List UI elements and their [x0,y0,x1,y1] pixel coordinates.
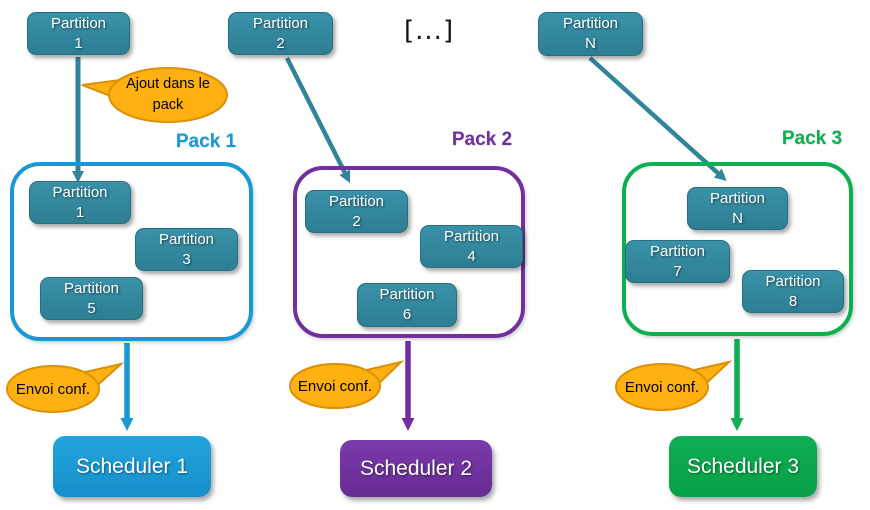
callout-envoi1-bubble [6,362,125,413]
partition-name: Partition [562,15,619,33]
callout-ajout-bubble [81,67,228,123]
pack2-partition-6: Partition 6 [357,283,457,327]
pack-3-label: Pack 3 [781,128,843,149]
partition-id: 1 [75,203,85,221]
callout-envoi3-text: Envoi conf. [624,378,700,396]
pack-2-label: Pack 2 [451,129,513,150]
callout-envoi2-text: Envoi conf. [297,377,373,395]
callout-envoi3-bubble [615,360,733,411]
partition-name: Partition [443,227,500,245]
partition-id: N [732,209,743,227]
partition-name: Partition [50,14,107,32]
partition-name: Partition [63,279,120,297]
partition-name: Partition [649,242,706,260]
top-partition-1: Partition 1 [27,12,130,55]
partition-id: 5 [87,299,96,317]
ellipsis-label: [...] [404,16,455,46]
partition-id: 7 [673,262,682,280]
partition-name: Partition [379,286,435,304]
top-partition-N: Partition N [538,12,643,56]
pack1-partition-5: Partition 5 [40,277,143,320]
partition-id: 8 [788,292,798,310]
partition-name: Partition [252,14,309,32]
partition-name: Partition [765,272,821,290]
pack3-partition-7: Partition 7 [625,240,730,283]
scheduler-2-box: Scheduler 2 [340,440,492,497]
partition-id: 1 [74,34,83,52]
pack-3-frame [622,162,853,336]
callout-ajout-text: Ajout dans le pack [126,75,210,113]
pack-1-frame [10,162,253,341]
top-partition-2: Partition 2 [228,12,333,55]
partition-id: N [585,35,596,52]
partition-name: Partition [328,192,385,210]
partition-name: Partition [52,183,108,201]
pack3-partition-8: Partition 8 [742,270,844,313]
arrow-partition2-to-pack2 [284,56,351,184]
scheduler-1-box: Scheduler 1 [53,436,211,497]
callout-envoi1-text: Envoi conf. [15,380,91,398]
partition-id: 3 [182,250,191,268]
pack3-partition-N: Partition N [687,187,788,230]
pack-2-frame [293,166,525,338]
partition-id: 6 [402,306,412,323]
pack-1-label: Pack 1 [175,131,237,152]
pack2-partition-2: Partition 2 [305,190,408,233]
partition-id: 2 [352,212,361,230]
partition-id: 4 [467,247,476,265]
partition-id: 2 [276,34,285,52]
partition-name: Partition [158,230,215,248]
scheduler-3-box: Scheduler 3 [669,436,817,497]
callout-envoi2-bubble [289,360,405,409]
partition-name: Partition [709,189,766,207]
arrow-partitionN-to-pack3 [588,56,727,182]
pack2-partition-4: Partition 4 [420,225,523,268]
pack1-partition-1: Partition 1 [29,181,131,224]
pack1-partition-3: Partition 3 [135,228,238,271]
